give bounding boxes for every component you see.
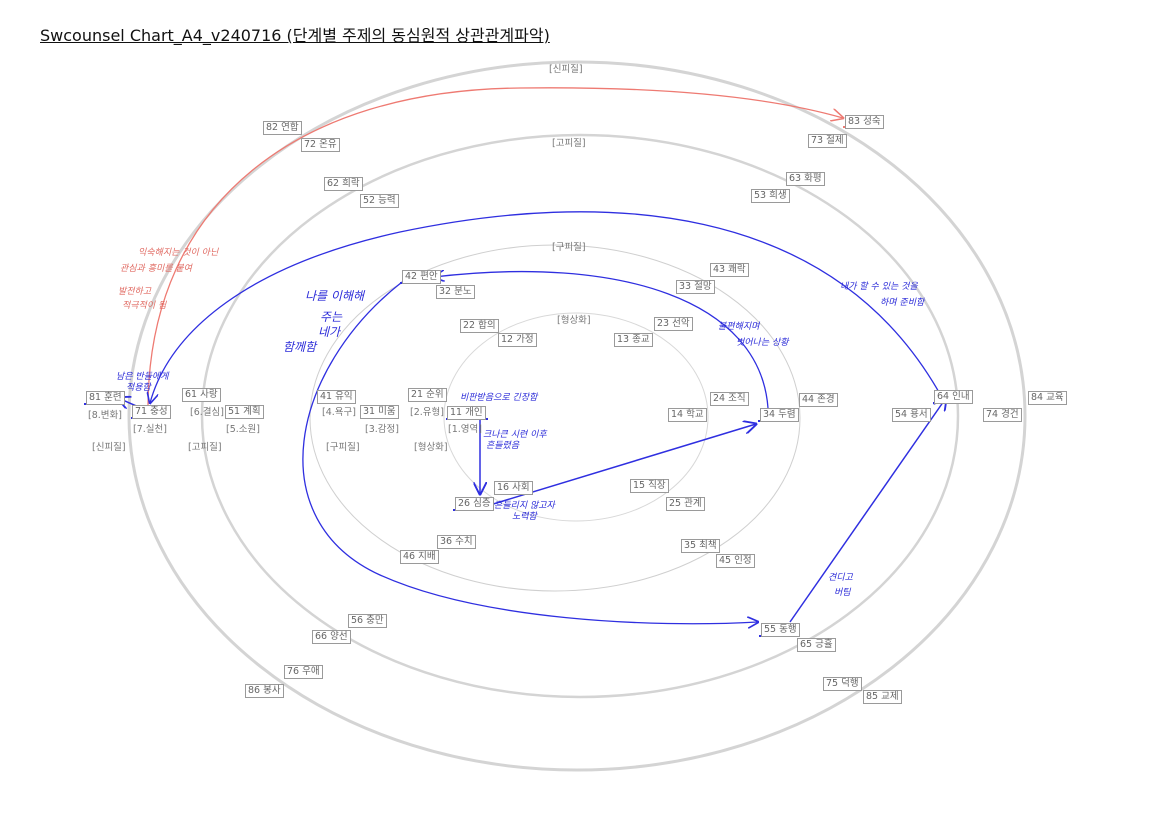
node-box: 82 연합	[263, 121, 302, 135]
node-box: 85 교제	[863, 690, 902, 704]
node-box: 83 성숙	[845, 115, 884, 129]
handwritten-note: 주는	[320, 310, 343, 324]
handwritten-note: 견디고	[828, 573, 853, 583]
node-box: 12 가정	[498, 333, 537, 347]
node-box: 74 경건	[983, 408, 1022, 422]
node-box: 76 우애	[284, 665, 323, 679]
node-box: 75 덕행	[823, 677, 862, 691]
handwritten-note: 버팀	[834, 588, 851, 598]
node-box: 23 선악	[654, 317, 693, 331]
handwritten-note: 익숙해지는 것이 아닌	[138, 248, 219, 258]
node-box: 35 최책	[681, 539, 720, 553]
node-box: 16 사회	[494, 481, 533, 495]
arrow-64-to-71	[150, 211, 941, 403]
node-box: 32 분노	[436, 285, 475, 299]
handwritten-note: 남은 반들에게	[116, 372, 169, 382]
node-box: 53 희생	[751, 189, 790, 203]
handwritten-note: 하며 준비함	[880, 298, 925, 308]
node-box: 26 심층	[455, 497, 494, 511]
node-box: 34 두렴	[760, 408, 799, 422]
node-box: 54 용서	[892, 408, 931, 422]
ring-sinpijil	[127, 60, 1027, 772]
node-box: 31 미움	[360, 405, 399, 419]
arrow-34-to-42	[434, 272, 769, 409]
ring-tag: [6.결심]	[190, 407, 224, 418]
ring-tag: [고피질]	[188, 442, 222, 453]
ring-tag: [신피질]	[549, 64, 583, 75]
handwritten-note: 나를 이해해	[305, 289, 365, 303]
node-box: 66 양선	[312, 630, 351, 644]
node-box: 25 관계	[666, 497, 705, 511]
handwritten-note: 네가	[318, 325, 341, 339]
ring-tag: [구피질]	[552, 242, 586, 253]
handwritten-note: 함께함	[283, 340, 317, 354]
arrow-26-to-34	[489, 424, 756, 506]
node-box: 62 희락	[324, 177, 363, 191]
handwritten-note: 내가 할 수 있는 것을	[840, 282, 918, 292]
node-box: 64 인내	[934, 390, 973, 404]
node-box: 81 훈련	[86, 391, 125, 405]
ring-tag: [형상화]	[414, 442, 448, 453]
handwritten-note: 관심과 흥미를 붙여	[120, 264, 192, 274]
ring-hyeongsanghwa	[443, 312, 709, 522]
ring-tag: [형상화]	[557, 315, 591, 326]
ring-tag: [8.변화]	[88, 410, 122, 421]
ring-tag: [고피질]	[552, 138, 586, 149]
node-box: 22 합의	[460, 319, 499, 333]
node-box: 55 동행	[761, 623, 800, 637]
node-box: 52 능력	[360, 194, 399, 208]
arrow-55-to-64	[789, 398, 946, 623]
ring-tag: [7.실천]	[133, 424, 167, 435]
ring-tag: [5.소원]	[226, 424, 260, 435]
node-box: 36 수치	[437, 535, 476, 549]
node-box: 11 개인	[447, 406, 486, 420]
handwritten-note: 적용함	[126, 383, 151, 393]
ring-tag: [구피질]	[326, 442, 360, 453]
node-box: 84 교육	[1028, 391, 1067, 405]
ring-gopijil	[200, 133, 960, 699]
handwritten-note: 발전하고	[118, 287, 152, 297]
ring-tag: [신피질]	[92, 442, 126, 453]
handwritten-note: 노력함	[512, 512, 537, 522]
ring-tag: [3.감정]	[365, 424, 399, 435]
node-box: 15 직장	[630, 479, 669, 493]
node-box: 24 조직	[710, 392, 749, 406]
node-box: 63 화평	[786, 172, 825, 186]
node-box: 86 봉사	[245, 684, 284, 698]
node-box: 45 인정	[716, 554, 755, 568]
handwritten-note: 크나큰 시련 이후	[483, 430, 547, 440]
ring-gupijil	[309, 244, 801, 592]
handwritten-note: 적극적이 됨	[122, 301, 167, 311]
node-box: 46 지배	[400, 550, 439, 564]
handwritten-note: 비판받음으로 긴장함	[460, 393, 538, 403]
node-box: 73 절제	[808, 134, 847, 148]
node-box: 56 충만	[348, 614, 387, 628]
ring-tag: [2.유형]	[410, 407, 444, 418]
node-box: 42 편안	[402, 270, 441, 284]
node-box: 13 종교	[614, 333, 653, 347]
chart-title: Swcounsel Chart_A4_v240716 (단계별 주제의 동심원적…	[40, 26, 550, 45]
handwritten-note: 흔들렸음	[486, 441, 520, 451]
node-box: 43 쾌락	[710, 263, 749, 277]
node-box: 41 유익	[317, 390, 356, 404]
handwritten-note: 흔들리지 않고자	[494, 501, 555, 511]
handwritten-note: 벗어나는 상황	[736, 338, 789, 348]
node-box: 51 계획	[225, 405, 264, 419]
arrow-71-to-83	[147, 87, 843, 406]
arrow-42-to-55	[302, 281, 758, 624]
ring-tag: [4.욕구]	[322, 407, 356, 418]
node-box: 33 절망	[676, 280, 715, 294]
node-box: 65 긍휼	[797, 638, 836, 652]
ring-tag: [1.영역]	[448, 424, 482, 435]
node-box: 44 존경	[799, 393, 838, 407]
node-box: 72 온유	[301, 138, 340, 152]
node-box: 14 학교	[668, 408, 707, 422]
node-box: 21 순위	[408, 388, 447, 402]
node-box: 61 사랑	[182, 388, 221, 402]
handwritten-note: 불편해지며	[718, 322, 760, 332]
node-box: 71 충성	[132, 405, 171, 419]
